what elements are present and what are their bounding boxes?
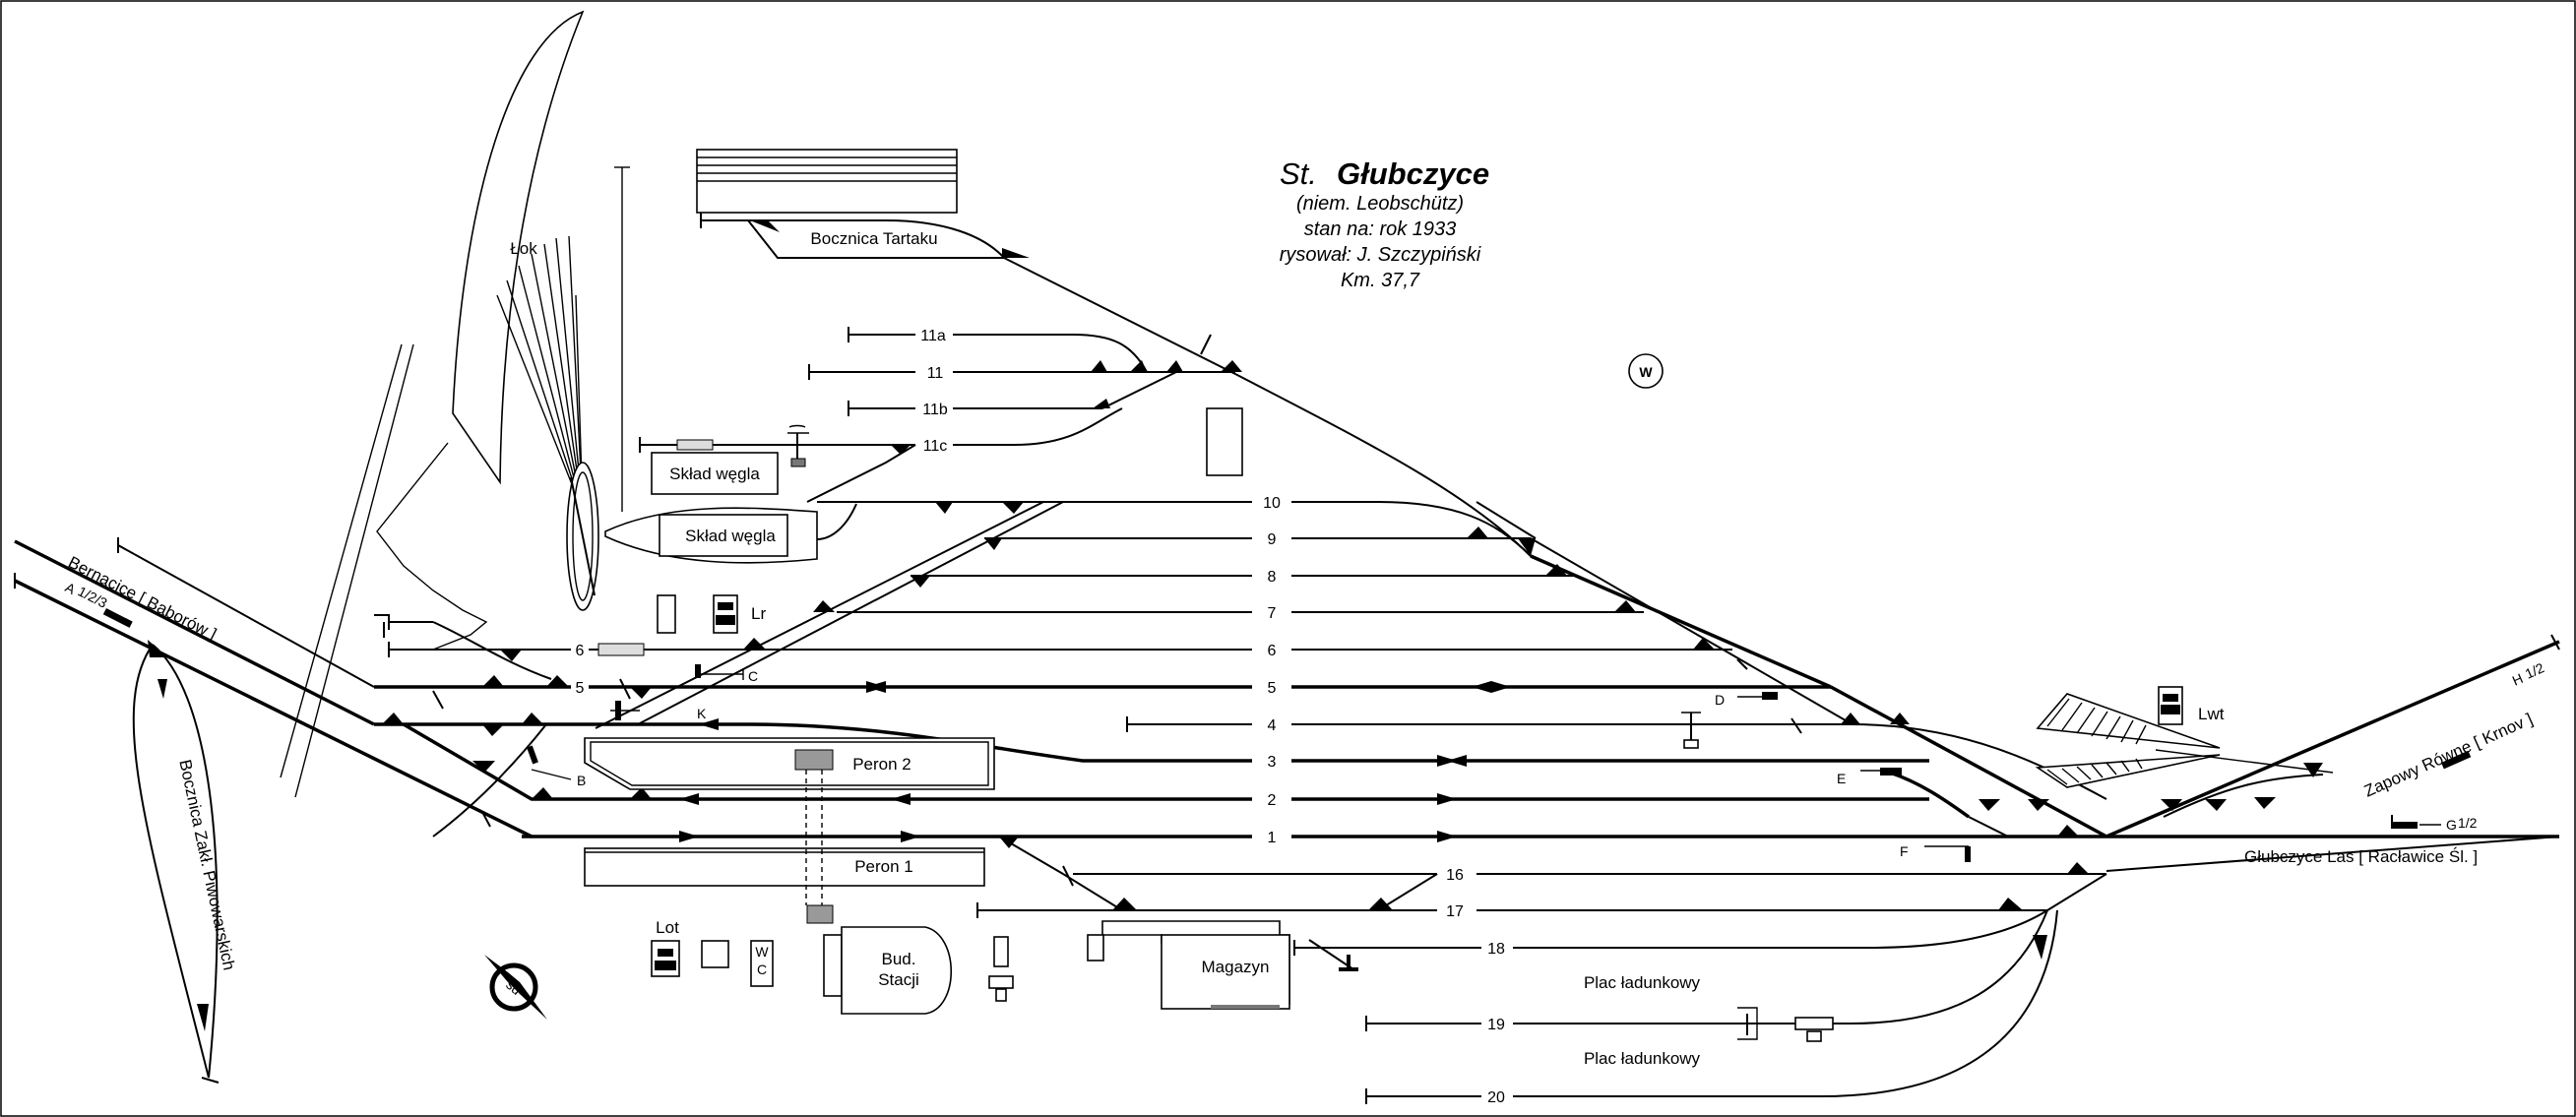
lok-label: Łok (510, 239, 537, 258)
boundary-lines (280, 343, 488, 798)
pedestrian-tunnel (805, 770, 834, 924)
german-name: (niem. Leobschütz) (1296, 193, 1464, 215)
signal-c-label: C (748, 668, 758, 684)
loading-yard-1-label: Plac ładunkowy (1584, 973, 1701, 992)
water-tower-label: W (1639, 364, 1653, 380)
wc-label-w: W (755, 944, 769, 960)
track-1-label: 1 (1268, 830, 1277, 846)
title-prefix: St. (1280, 156, 1317, 191)
signal-box-lwt: Lwt (2158, 686, 2225, 725)
station-building: Bud. Stacji (823, 926, 952, 1015)
signal-e-label: E (1837, 771, 1846, 786)
track-2-label: 2 (1268, 792, 1277, 809)
platform-1-label: Peron 1 (854, 857, 913, 876)
small-building-upper (1206, 407, 1243, 476)
sawmill-connector (1003, 257, 1532, 557)
well-icon (988, 975, 1014, 1002)
signal-d-label: D (1715, 692, 1725, 708)
track-19-label: 19 (1487, 1017, 1505, 1033)
south-tracks: 16 17 18 19 20 (976, 836, 2107, 1106)
track-6w-label: 6 (576, 643, 585, 659)
station-name: Głubczyce (1337, 156, 1489, 191)
signal-box-lot: Lot (651, 918, 680, 977)
wagon-icon (676, 439, 714, 451)
signal-k-label: K (697, 706, 707, 721)
kilometer-mark: Km. 37,7 (1341, 270, 1420, 291)
platform-2: Peron 2 (584, 737, 995, 790)
yard-tracks: 10 9 8 7 6 (595, 492, 1852, 729)
signal-g-label: G (2446, 817, 2457, 833)
sawmill-siding: Bocznica Tartaku (696, 149, 1030, 259)
title-block: St. Głubczyce (niem. Leobschütz) stan na… (1280, 156, 1489, 291)
track-9-label: 9 (1268, 531, 1277, 548)
lwt-label: Lwt (2198, 705, 2225, 723)
sawmill-siding-label: Bocznica Tartaku (810, 229, 937, 248)
loading-yard-2-label: Plac ładunkowy (1584, 1049, 1701, 1068)
warehouse-label: Magazyn (1202, 958, 1270, 976)
locomotive-shed: Łok (452, 10, 630, 611)
crane-icon (1308, 939, 1358, 971)
track-5-label: 5 (576, 680, 585, 697)
track-17-label: 17 (1446, 903, 1464, 920)
coal-store-2: Skład węgla (604, 507, 818, 564)
crane-track-4 (1681, 712, 1701, 749)
loading-ramps (2035, 693, 2334, 788)
signal-b-label: B (577, 773, 586, 788)
track-4-label: 4 (1268, 717, 1277, 734)
signal-f-label: F (1900, 843, 1909, 859)
author-credit: rysował: J. Szczypiński (1280, 244, 1481, 266)
signal-box-lr: Lr (713, 594, 766, 634)
signal-h-sub: 1/2 (2523, 659, 2546, 682)
track-11-label: 11 (927, 365, 944, 382)
compass-icon: sd (484, 955, 547, 1020)
small-shed (701, 940, 729, 968)
track-11c-label: 11c (923, 438, 948, 455)
lr-label: Lr (751, 604, 766, 623)
track-8-label: 8 (1268, 569, 1277, 586)
coal-store-1: Skład węgla (651, 452, 779, 495)
track-18-label: 18 (1487, 941, 1505, 958)
weighbridge-icon (1737, 1007, 1834, 1042)
lot-label: Lot (656, 918, 679, 937)
wc-building: W C (750, 940, 774, 987)
state-date: stan na: rok 1933 (1304, 218, 1457, 240)
platform-1: Peron 1 (584, 847, 985, 887)
track-7-label: 7 (1268, 605, 1277, 622)
small-shed-2 (993, 936, 1009, 967)
track-6-west: 6 (374, 614, 645, 680)
track-16-label: 16 (1446, 867, 1464, 884)
signal-g-sub: 1/2 (2458, 815, 2478, 831)
track-5w-label: 5 (1268, 680, 1277, 697)
platform-2-label: Peron 2 (852, 755, 911, 774)
station-building-label-2: Stacji (878, 970, 919, 989)
water-tower-icon: W (1628, 353, 1664, 389)
track-6-label: 6 (1268, 643, 1277, 659)
small-building-lr (657, 594, 676, 634)
track-11a-label: 11a (920, 328, 946, 344)
wc-label-c: C (757, 962, 767, 977)
track-20-label: 20 (1487, 1089, 1505, 1106)
warehouse: Magazyn (1087, 920, 1290, 1010)
direction-glubczyce-las: Głubczyce Las [ Racławice Śl. ] (2244, 847, 2478, 866)
coal-crane-icon (787, 424, 809, 467)
track-11b-label: 11b (922, 402, 948, 418)
coal-store-2-label: Skład węgla (685, 527, 776, 545)
track-3-label: 3 (1268, 754, 1277, 771)
track-group-11: 11a 11 11b 11c (639, 325, 1242, 540)
coal-store-1-label: Skład węgla (669, 465, 760, 483)
station-building-label-1: Bud. (882, 950, 916, 968)
track-10-label: 10 (1263, 495, 1281, 512)
